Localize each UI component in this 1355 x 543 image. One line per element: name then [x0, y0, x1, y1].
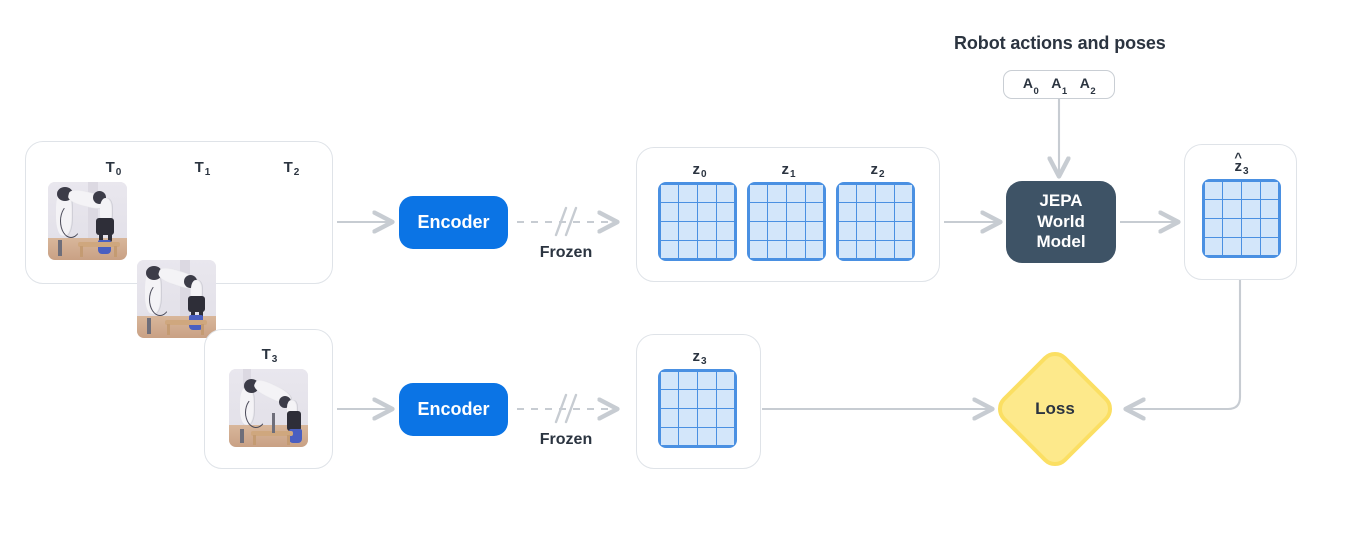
frame-label-t0: T0 — [105, 159, 122, 178]
encoder-bottom[interactable]: Encoder — [399, 383, 508, 436]
latent-grid-z2 — [836, 182, 915, 261]
context-latents-panel: z0 z1 z2 — [636, 147, 940, 282]
target-frame-panel: T3 — [204, 329, 333, 469]
loss-label: Loss — [1035, 399, 1075, 418]
actions-title: Robot actions and poses — [954, 33, 1166, 53]
encoder-top[interactable]: Encoder — [399, 196, 508, 249]
latent-label-z0: z0 — [692, 161, 707, 180]
world-model-line-3: Model — [1036, 232, 1086, 252]
frame-label-t3: T3 — [261, 346, 278, 365]
hat-glyph: ^ — [1234, 150, 1243, 165]
actions-box: A0 A1 A2 — [1003, 70, 1115, 99]
latent-label-z1: z1 — [781, 161, 796, 180]
loss-node[interactable]: Loss — [991, 345, 1119, 473]
frame-label-t2: T2 — [283, 159, 300, 178]
robot-frame-t3 — [229, 369, 308, 447]
robot-frame-t0 — [48, 182, 127, 260]
latent-grid-z0 — [658, 182, 737, 261]
arrow-predicted-to-loss — [1126, 280, 1242, 409]
world-model-line-1: JEPA — [1039, 190, 1083, 210]
frozen-slash-top-1 — [554, 206, 568, 237]
world-model-line-2: World — [1037, 211, 1085, 231]
robot-frame-t1 — [137, 260, 216, 338]
frozen-slash-bottom-1 — [554, 393, 568, 424]
context-frames-panel: T0 T1 — [25, 141, 333, 416]
action-a2: A2 — [1079, 74, 1096, 98]
latent-grid-z3 — [658, 369, 737, 448]
action-a0: A0 — [1022, 74, 1039, 98]
latent-grid-z1 — [747, 182, 826, 261]
latent-label-zhat3: ^z3 — [1234, 150, 1249, 177]
frame-label-t1: T1 — [194, 159, 211, 178]
latent-label-z3: z3 — [692, 348, 707, 367]
predicted-latent-panel: ^z3 — [1184, 144, 1297, 280]
frozen-slash-top-2 — [564, 206, 578, 237]
frozen-label-top: Frozen — [539, 244, 593, 261]
latent-grid-zhat3 — [1202, 179, 1281, 258]
target-latent-panel: z3 — [636, 334, 761, 469]
latent-label-z2: z2 — [870, 161, 885, 180]
action-a1: A1 — [1051, 74, 1068, 98]
frozen-slash-bottom-2 — [564, 393, 578, 424]
jepa-world-model[interactable]: JEPA World Model — [1006, 181, 1116, 263]
frozen-label-bottom: Frozen — [539, 431, 593, 448]
